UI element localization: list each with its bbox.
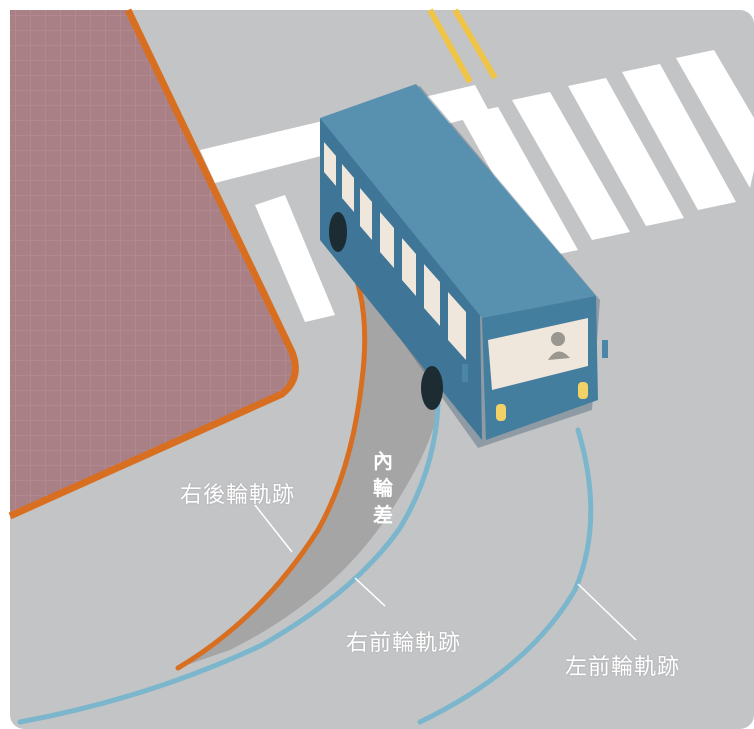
bus-roof <box>320 84 596 318</box>
bus <box>320 84 608 448</box>
right-front-track <box>17 402 441 725</box>
rear-right-wheel <box>329 212 347 252</box>
sidewalk-curb <box>8 8 299 520</box>
leader-lines <box>254 504 637 641</box>
right-front-track-label: 右前輪軌跡 <box>346 631 462 656</box>
leader-right-rear <box>254 504 293 553</box>
mirror-right <box>462 364 468 382</box>
sidewalk <box>10 10 296 516</box>
mirror-left <box>602 340 608 358</box>
right-rear-track <box>175 249 368 671</box>
leader-left-front <box>577 583 637 641</box>
inner-wheel-difference-label: 內輪差 <box>373 449 393 527</box>
headlight-right <box>496 404 506 421</box>
right-rear-track-label: 右後輪軌跡 <box>180 483 296 508</box>
inner-wheel-difference-area <box>178 252 438 668</box>
front-right-wheel <box>421 366 443 410</box>
left-front-track <box>417 427 594 725</box>
headlight-left <box>578 382 588 399</box>
driver <box>551 332 565 346</box>
crosswalk <box>255 50 754 322</box>
leader-right-front <box>354 577 386 607</box>
center-line <box>427 8 498 84</box>
bus-side-windows <box>324 142 466 360</box>
left-front-track-label: 左前輪軌跡 <box>565 655 681 680</box>
